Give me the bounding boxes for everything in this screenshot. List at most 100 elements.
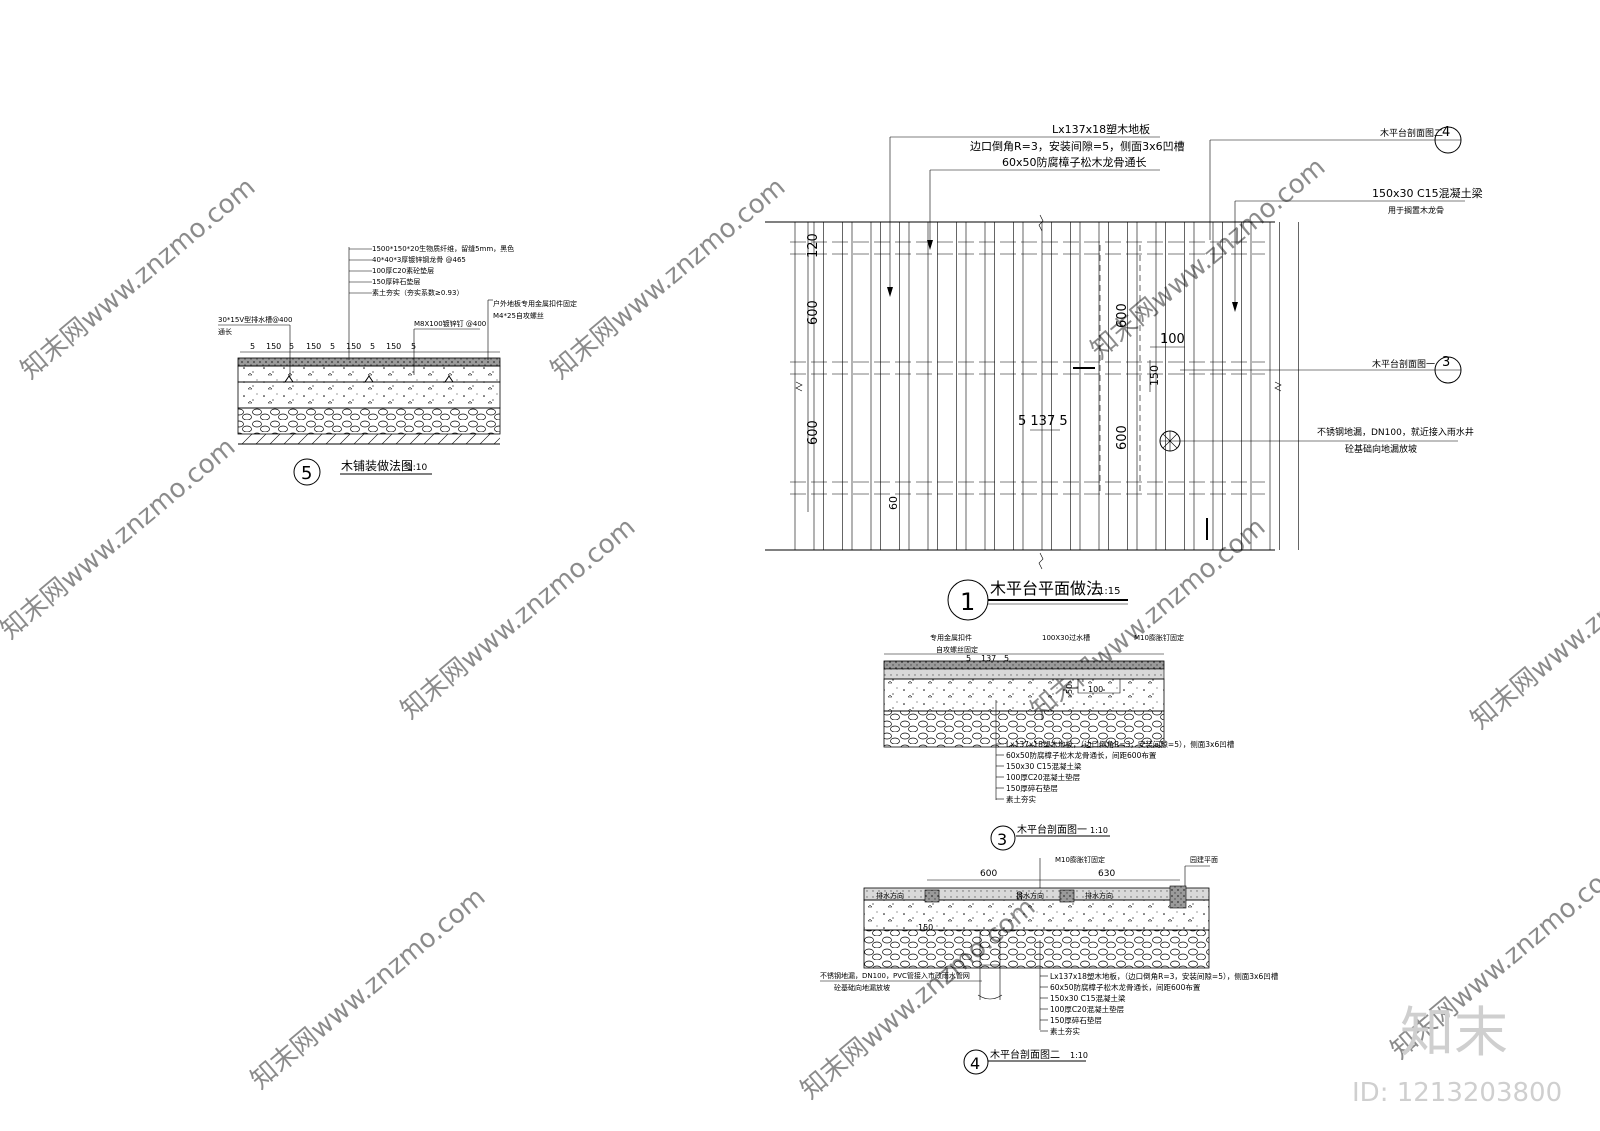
callout-text: 自攻螺丝固定 [936, 645, 978, 654]
dim-text: 120 [806, 233, 821, 258]
dim-text: 600 [980, 869, 997, 879]
watermark-text: 知末网www.znzmo.com [545, 172, 791, 385]
deck-plan-beams [790, 241, 1265, 495]
dim-text: 600 [806, 300, 821, 325]
dim-text: 5 [330, 342, 335, 351]
detail-1-deck-plan: 120 600 600 60 600 600 100 150 5 137 5 L… [765, 122, 1483, 621]
layer-callout-text: 150x30 C15混凝土梁 [1006, 761, 1082, 771]
callout-text: 100厚C20素砼垫层 [372, 266, 434, 275]
detail-title: 木平台平面做法 [990, 579, 1102, 598]
drain-direction-text: 排水方向 [1016, 891, 1044, 900]
detail-marker-circle [990, 825, 1016, 851]
callout-text: 150x30 C15混凝土梁 [1372, 186, 1483, 200]
layer-callout-text: 100厚C20混凝土垫层 [1006, 772, 1081, 782]
dim-text: 150 [918, 923, 933, 932]
dim-text: 5 [370, 342, 375, 351]
detail-4-deck-section-2: 600 630 150 50 M10膨胀钉固定 园建平面 排水方向 排水方向 排… [820, 855, 1279, 1075]
dim-text: 150 [306, 342, 321, 351]
drain-direction-text: 排水方向 [876, 891, 904, 900]
dim-text: 150 [266, 342, 281, 351]
callout-text: 素土夯实（夯实系数≥0.93） [372, 288, 463, 297]
callout-text: M10膨胀钉固定 [1134, 633, 1184, 642]
callout-text: 通长 [218, 327, 232, 336]
dim-text: 630 [1098, 869, 1115, 879]
watermark-text: 知末网www.znzmo.com [395, 512, 641, 725]
callout-text: 砼基础向地漏放坡 [834, 983, 890, 992]
callout-text: Lx137x18塑木地板 [1052, 122, 1150, 136]
watermark-text: 知末网www.znzmo.com [0, 432, 241, 645]
watermark-text: 知末网www.znzmo.com [245, 882, 491, 1095]
callout-text: 不锈钢地漏，DN100，就近接入雨水井 [1317, 426, 1474, 438]
dim-text: 150 [346, 342, 361, 351]
callout-text: 砼基础向地漏放坡 [1345, 443, 1417, 455]
dim-text: 5 137 5 [1018, 414, 1068, 429]
callout-text: M8X100镀锌钉 @400 [414, 319, 486, 328]
dim-text: 150 [386, 342, 401, 351]
detail-marker-number: 1 [960, 588, 975, 616]
detail-scale: 1:10 [1090, 826, 1108, 835]
dim-text: 5 [1004, 654, 1009, 663]
dim-text: 150 [1148, 365, 1161, 386]
detail-scale: 1:15 [1098, 586, 1120, 597]
dim-text: 600 [1115, 425, 1130, 450]
layer-callout-text: Lx137x18塑木地板，（边口倒角R=3，安装间隙=5），侧面3x6凹槽 [1050, 971, 1279, 981]
detail-marker-number: 3 [997, 830, 1007, 849]
callout-text: 边口倒角R=3，安装间隙=5，侧面3x6凹槽 [970, 139, 1185, 153]
section-ref-text: 木平台剖面图一 [1372, 358, 1435, 370]
brand-id: ID: 1213203800 [1352, 1078, 1562, 1108]
dim-text: 137 [981, 654, 996, 663]
watermark-text: 知末网www.znzmo.com [15, 172, 261, 385]
layer-callout-text: 150x30 C15混凝土梁 [1050, 993, 1126, 1003]
deck-plan-boards [765, 221, 1299, 551]
dim-text: 50 [1065, 684, 1074, 694]
callout-text: 用于搁置木龙骨 [1388, 205, 1444, 215]
detail-scale: 1:10 [1070, 1051, 1088, 1060]
detail-marker-number: 5 [301, 463, 312, 484]
watermark-text: 知末网www.znzmo.com [1465, 522, 1600, 735]
callout-text: 60x50防腐樟子松木龙骨通长 [1002, 155, 1147, 169]
layer-callout-text: 150厚碎石垫层 [1006, 783, 1058, 793]
callout-text: 150厚碎石垫层 [372, 277, 420, 286]
floor-drain-symbol [1159, 430, 1181, 452]
layer-callout-text: 100厚C20混凝土垫层 [1050, 1004, 1125, 1014]
detail-marker-circle [963, 1049, 989, 1075]
section-ref-number: 3 [1442, 355, 1450, 370]
dim-text: 5 [966, 654, 971, 663]
section-ref-text: 木平台剖面图二 [1380, 127, 1443, 139]
callout-text: 不锈钢地漏，DN100，PVC管接入市政雨水管网 [820, 971, 970, 980]
callout-text: 40*40*3厚镀锌钢龙骨 @465 [372, 255, 466, 264]
callout-text: M10膨胀钉固定 [1055, 855, 1105, 864]
callout-text: 30*15V型排水槽@400 [218, 315, 292, 324]
dim-text: 60 [887, 496, 900, 510]
layer-callout-text: 素土夯实 [1050, 1026, 1080, 1036]
layer-callout-text: 60x50防腐樟子松木龙骨通长，间距600布置 [1006, 750, 1157, 760]
dim-text: 600 [806, 420, 821, 445]
detail-title: 木平台剖面图二 [990, 1048, 1060, 1061]
layer-callout-text: 150厚碎石垫层 [1050, 1015, 1102, 1025]
callout-text: 100X30过水槽 [1042, 633, 1090, 642]
drain-direction-text: 排水方向 [1085, 891, 1113, 900]
dim-text: 100 [1160, 332, 1185, 347]
callout-text: 园建平面 [1190, 855, 1218, 864]
detail-title: 木铺装做法图 [341, 458, 413, 473]
dim-text: 5 [250, 342, 255, 351]
callout-text: 户外地板专用金属扣件固定 [493, 299, 577, 308]
callout-text: M4*25自攻螺丝 [493, 311, 544, 320]
section-ref-number: 4 [1442, 125, 1450, 140]
dim-text: 100 [1088, 685, 1103, 694]
layer-callout-text: 60x50防腐樟子松木龙骨通长，间距600布置 [1050, 982, 1201, 992]
layer-callout-text: 素土夯实 [1006, 794, 1036, 804]
detail-marker-number: 4 [970, 1054, 980, 1073]
detail-title: 木平台剖面图一 [1017, 823, 1087, 836]
layer-callout-text: Lx137x18塑木地板，（边口倒角R=3，安装间隙=5），侧面3x6凹槽 [1006, 739, 1235, 749]
detail-3-deck-section-1: 专用金属扣件 自攻螺丝固定 100X30过水槽 M10膨胀钉固定 5 137 5… [883, 633, 1235, 851]
watermark-text: 知末网www.znzmo.com [1085, 152, 1331, 365]
detail-scale: 1:10 [407, 463, 427, 473]
dim-text: 5 [411, 342, 416, 351]
detail-marker-circle [293, 458, 321, 486]
dim-text: 50 [1016, 891, 1024, 900]
dim-text: 600 [1115, 303, 1130, 328]
dim-text: 5 [289, 342, 294, 351]
watermark-layer: 知末网www.znzmo.com 知末网www.znzmo.com 知末网www… [0, 152, 1600, 1105]
